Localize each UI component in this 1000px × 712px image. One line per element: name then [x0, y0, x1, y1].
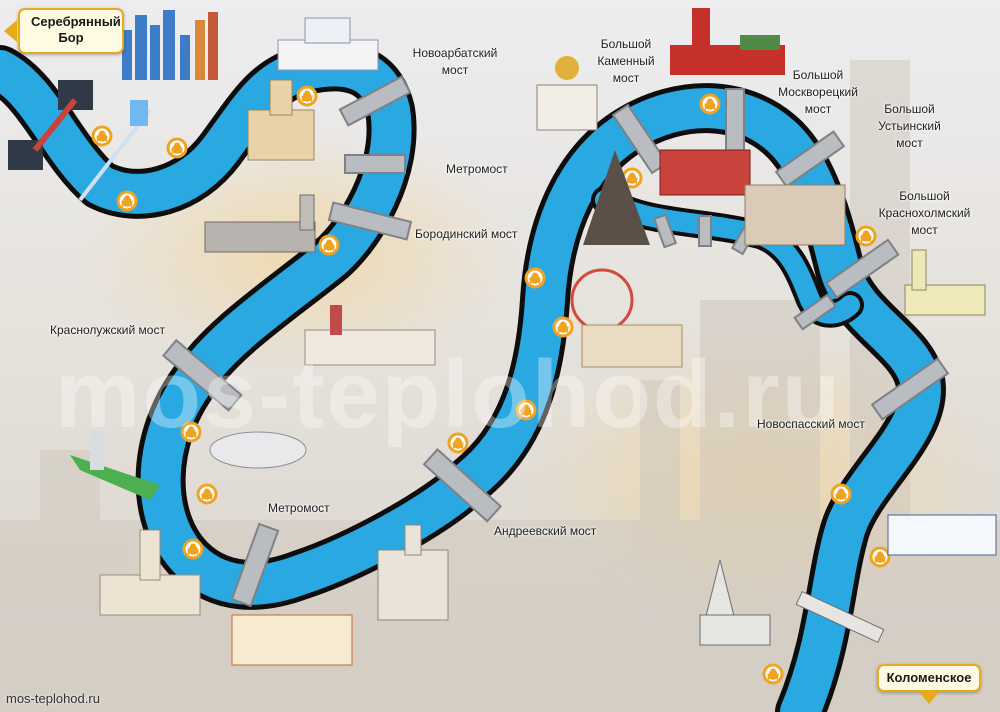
monastery-bell-tower-icon [904, 249, 986, 316]
pier-icon [524, 267, 546, 289]
bridge-bolshoy-ustyinsky [774, 130, 846, 188]
pier-icon [762, 663, 784, 685]
cathedral-icon [536, 56, 598, 131]
anchor-icon: ⚓ [861, 230, 871, 243]
bridge-novospassky [870, 357, 950, 421]
luzhniki-stadium-icon [209, 431, 307, 469]
anchor-icon: ⚓ [836, 488, 846, 501]
label-bolshoy-moskvoretsky-bridge: Большой Москворецкий мост [778, 68, 858, 116]
anchor-icon: ⚓ [188, 543, 198, 556]
bridge-bolshoy-moskvoretsky [725, 88, 745, 160]
kievsky-station-icon [204, 194, 316, 253]
anchor-icon: ⚓ [324, 239, 334, 252]
start-stop-label: Серебрянный Бор [31, 14, 121, 45]
cable-car-icon [78, 100, 152, 202]
chevron-left-icon [4, 20, 17, 42]
pier-icon [116, 190, 138, 212]
office-blocks-icon [744, 184, 846, 246]
anchor-icon: ⚓ [558, 321, 568, 334]
pier-icon [699, 93, 721, 115]
landmarks [8, 8, 997, 666]
anchor-icon: ⚓ [172, 142, 182, 155]
kotelnicheskaya-icon [377, 524, 449, 621]
river-station-icon [887, 514, 997, 556]
label-metromost-south: Метромост [268, 501, 330, 515]
pier-icon [196, 483, 218, 505]
label-novoarbatsky-bridge: Новоарбатский мост [412, 46, 498, 77]
label-bolshoy-ustyinsky-bridge: Большой Устьинский мост [878, 102, 941, 150]
msu-building-icon [99, 529, 201, 616]
stalin-highrise-icon [247, 79, 315, 161]
anchor-icon: ⚓ [186, 426, 196, 439]
chevron-down-icon [919, 692, 939, 704]
watermark: mos-teplohod.ru [55, 341, 843, 448]
pedestrian-bridge-icon [795, 590, 885, 644]
anchor-icon: ⚓ [768, 668, 778, 681]
moscow-city-towers-icon [122, 10, 218, 80]
pier-icon [552, 316, 574, 338]
peter-monument-icon [583, 150, 650, 245]
pier-icon [296, 85, 318, 107]
anchor-icon: ⚓ [705, 98, 715, 111]
anchor-icon: ⚓ [302, 90, 312, 103]
pier-icon [91, 125, 113, 147]
pier-icon [515, 399, 537, 421]
pier-icon [318, 234, 340, 256]
label-metromost-north: Метромост [446, 162, 508, 176]
anchor-icon: ⚓ [202, 488, 212, 501]
anchor-icon: ⚓ [122, 195, 132, 208]
anchor-icon: ⚓ [97, 130, 107, 143]
bridge-novoarbatsky [338, 75, 412, 127]
label-bolshoy-kamenny-bridge: Большой Каменный мост [597, 37, 655, 85]
site-url[interactable]: mos-teplohod.ru [6, 691, 100, 706]
novodevichy-convent-icon [304, 305, 436, 366]
pier-icon [180, 421, 202, 443]
label-borodinsky-bridge: Бородинский мост [415, 227, 518, 241]
ascension-church-icon [699, 559, 771, 646]
pier-icon [830, 483, 852, 505]
white-house-icon [277, 17, 379, 71]
end-stop-label: Коломенское [886, 670, 972, 685]
ski-jump-icon [70, 430, 160, 500]
kremlin-icon [670, 8, 785, 75]
gorky-park-gate-icon [581, 324, 683, 368]
label-krasnoluzhsky-bridge: Краснолужский мост [50, 323, 165, 337]
bridge-canal-1 [652, 213, 678, 249]
pier-icon [447, 432, 469, 454]
pier-icon [869, 546, 891, 568]
piers: ⚓ ⚓ ⚓ ⚓ ⚓ ⚓ ⚓ ⚓ ⚓ ⚓ ⚓ ⚓ ⚓ ⚓ ⚓ ⚓ ⚓ ⚓ [91, 85, 891, 685]
bridge-canal-4 [793, 293, 837, 331]
pier-icon [166, 137, 188, 159]
bridge-metromost-south [230, 522, 280, 608]
anchor-icon: ⚓ [530, 272, 540, 285]
label-bolshoy-krasnokholmsky-bridge: Большой Краснохолмский мост [878, 189, 971, 237]
bridge-bolshoy-krasnokholmsky [825, 238, 900, 299]
start-stop-button[interactable]: Серебрянный Бор [4, 8, 124, 54]
anchor-icon: ⚓ [875, 551, 885, 564]
bridge-canal-2 [698, 215, 712, 247]
bridges [161, 75, 950, 608]
pier-icon [855, 225, 877, 247]
academy-building-icon [231, 614, 353, 666]
bridge-andreevsky [422, 448, 503, 523]
bridge-krasnoluzhsky [161, 338, 243, 412]
anchor-icon: ⚓ [521, 404, 531, 417]
label-novospassky-bridge: Новоспасский мост [757, 417, 865, 431]
bridge-borodinsky [327, 201, 413, 241]
label-andreevsky-bridge: Андреевский мост [494, 524, 597, 538]
end-stop-button[interactable]: Коломенское [877, 664, 981, 704]
bridge-metromost-north [344, 154, 406, 174]
bridge-tower-icon [8, 80, 93, 170]
anchor-icon: ⚓ [627, 172, 637, 185]
pier-icon [182, 538, 204, 560]
anchor-icon: ⚓ [453, 437, 463, 450]
red-building-icon [659, 149, 751, 196]
